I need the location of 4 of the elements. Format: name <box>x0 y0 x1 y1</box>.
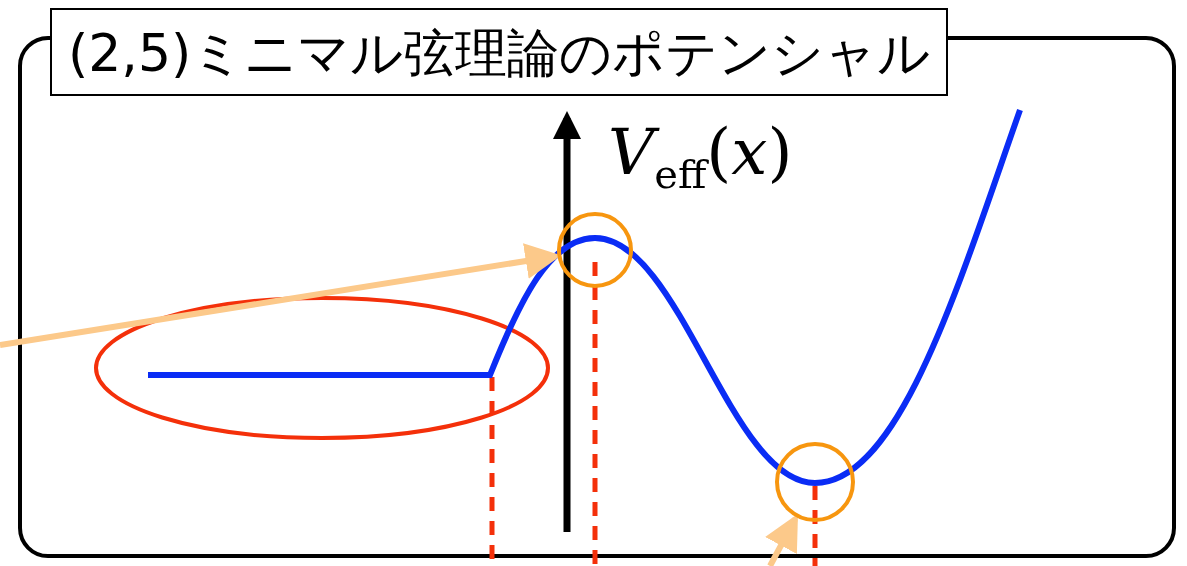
title-banner: (2,5)ミニマル弦理論のポテンシャル <box>50 8 949 96</box>
axis-label: V$_{eff}$(x) <box>608 114 793 199</box>
highlight-circle <box>775 442 855 522</box>
highlight-circle <box>557 212 633 288</box>
